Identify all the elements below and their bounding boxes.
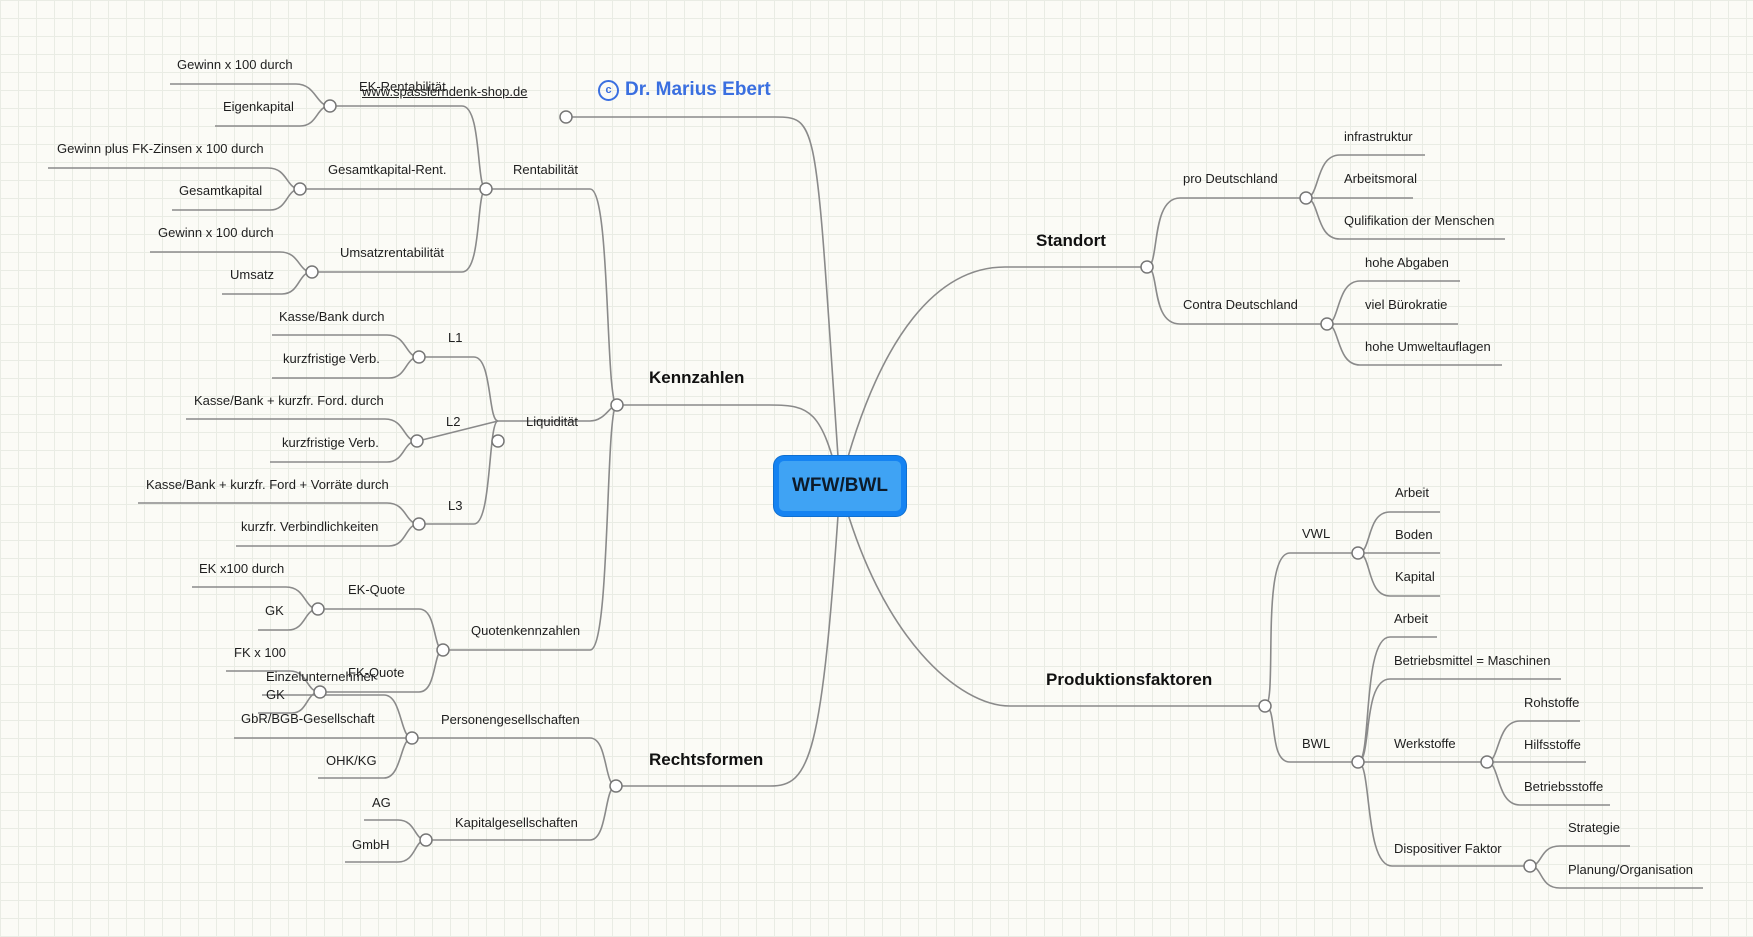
node-fk-quote-2[interactable]: GK xyxy=(266,687,285,702)
node-circle-link xyxy=(559,110,573,124)
node-werkstoffe[interactable]: Werkstoffe xyxy=(1394,736,1456,751)
node-kapitalgesellschaften[interactable]: Kapitalgesellschaften xyxy=(455,815,578,830)
node-circle-ek-rent xyxy=(323,99,337,113)
node-l1[interactable]: L1 xyxy=(448,330,463,345)
node-circle-kennzahlen xyxy=(610,398,624,412)
node-l2[interactable]: L2 xyxy=(446,414,461,429)
node-l1-1[interactable]: Kasse/Bank durch xyxy=(279,309,385,324)
node-circle-kapital xyxy=(419,833,433,847)
node-werk-1[interactable]: Rohstoffe xyxy=(1524,695,1580,710)
branch-rechtsformen[interactable]: Rechtsformen xyxy=(649,750,764,769)
node-circle-l1 xyxy=(412,350,426,364)
node-pro-2[interactable]: Arbeitsmoral xyxy=(1344,171,1417,186)
node-l3[interactable]: L3 xyxy=(448,498,463,513)
node-ek-rent-1[interactable]: Gewinn x 100 durch xyxy=(177,57,293,72)
node-einzelunternehmer[interactable]: Einzelunternehmer xyxy=(266,669,376,684)
node-circle-personen xyxy=(405,731,419,745)
node-umsatz-rent-1[interactable]: Gewinn x 100 durch xyxy=(158,225,274,240)
node-bwl-1[interactable]: Arbeit xyxy=(1394,611,1428,626)
node-circle-produktionsfaktoren xyxy=(1258,699,1272,713)
copyright-icon: c xyxy=(598,80,619,101)
node-gk-rent-2[interactable]: Gesamtkapital xyxy=(179,183,263,198)
node-contra-1[interactable]: hohe Abgaben xyxy=(1365,255,1449,270)
node-fk-quote[interactable]: FK-Quote xyxy=(348,665,405,680)
author-name: Dr. Marius Ebert xyxy=(625,79,771,100)
node-disp-1[interactable]: Strategie xyxy=(1568,820,1621,835)
node-gmbh[interactable]: GmbH xyxy=(352,837,390,852)
node-circle-werkstoffe xyxy=(1480,755,1494,769)
node-vwl-3[interactable]: Kapital xyxy=(1395,569,1435,584)
node-l2-2[interactable]: kurzfristige Verb. xyxy=(282,435,379,450)
node-circle-bwl xyxy=(1351,755,1365,769)
node-ek-quote[interactable]: EK-Quote xyxy=(348,582,406,597)
node-circle-gk-rent xyxy=(293,182,307,196)
node-contra-2[interactable]: viel Bürokratie xyxy=(1365,297,1448,312)
node-bwl-2[interactable]: Betriebsmittel = Maschinen xyxy=(1394,653,1551,668)
node-bwl[interactable]: BWL xyxy=(1302,736,1331,751)
node-circle-pro xyxy=(1299,191,1313,205)
node-circle-dispositiv xyxy=(1523,859,1537,873)
node-circle-standort xyxy=(1140,260,1154,274)
node-umsatz-rent[interactable]: Umsatzrentabilität xyxy=(340,245,445,260)
node-werk-2[interactable]: Hilfsstoffe xyxy=(1524,737,1581,752)
node-quotenkennzahlen[interactable]: Quotenkennzahlen xyxy=(471,623,581,638)
node-umsatz-rent-2[interactable]: Umsatz xyxy=(230,267,275,282)
branch-standort[interactable]: Standort xyxy=(1036,231,1106,250)
node-gbr[interactable]: GbR/BGB-Gesellschaft xyxy=(241,711,375,726)
node-fk-quote-1[interactable]: FK x 100 xyxy=(234,645,287,660)
node-circle-rechtsformen xyxy=(609,779,623,793)
node-l1-2[interactable]: kurzfristige Verb. xyxy=(283,351,380,366)
node-personengesellschaften[interactable]: Personengesellschaften xyxy=(441,712,580,727)
node-circle-contra xyxy=(1320,317,1334,331)
node-ag[interactable]: AG xyxy=(372,795,391,810)
node-werk-3[interactable]: Betriebsstoffe xyxy=(1524,779,1604,794)
node-circle-l2 xyxy=(410,434,424,448)
node-circle-fk-quote xyxy=(313,685,327,699)
copyright-label: c Dr. Marius Ebert xyxy=(598,79,771,101)
root-label: WFW/BWL xyxy=(791,475,888,496)
node-pro-1[interactable]: infrastruktur xyxy=(1344,129,1413,144)
node-ek-quote-1[interactable]: EK x100 durch xyxy=(199,561,285,576)
node-disp-2[interactable]: Planung/Organisation xyxy=(1568,862,1694,877)
node-circle-vwl xyxy=(1351,546,1365,560)
node-l3-1[interactable]: Kasse/Bank + kurzfr. Ford + Vorräte durc… xyxy=(146,477,389,492)
node-ohk-kg[interactable]: OHK/KG xyxy=(326,753,377,768)
node-circle-ek-quote xyxy=(311,602,325,616)
node-vwl[interactable]: VWL xyxy=(1302,526,1331,541)
node-contra-3[interactable]: hohe Umweltauflagen xyxy=(1365,339,1491,354)
node-l2-1[interactable]: Kasse/Bank + kurzfr. Ford. durch xyxy=(194,393,384,408)
node-circle-l3 xyxy=(412,517,426,531)
node-ek-rentabilitaet[interactable]: EK-Rentabilität xyxy=(359,79,446,94)
node-circle-quoten xyxy=(436,643,450,657)
node-contra-deutschland[interactable]: Contra Deutschland xyxy=(1183,297,1298,312)
node-gk-rent[interactable]: Gesamtkapital-Rent. xyxy=(328,162,447,177)
node-ek-quote-2[interactable]: GK xyxy=(265,603,284,618)
node-pro-deutschland[interactable]: pro Deutschland xyxy=(1183,171,1278,186)
node-liquiditaet[interactable]: Liquidität xyxy=(526,414,579,429)
branch-kennzahlen[interactable]: Kennzahlen xyxy=(649,368,745,387)
node-vwl-2[interactable]: Boden xyxy=(1395,527,1433,542)
node-pro-3[interactable]: Qulifikation der Menschen xyxy=(1344,213,1495,228)
node-circle-liquiditaet xyxy=(491,434,505,448)
node-circle-umsatz-rent xyxy=(305,265,319,279)
node-rentabilitaet[interactable]: Rentabilität xyxy=(513,162,579,177)
node-ek-rent-2[interactable]: Eigenkapital xyxy=(223,99,294,114)
root-node[interactable]: WFW/BWL xyxy=(774,456,906,516)
branch-produktionsfaktoren[interactable]: Produktionsfaktoren xyxy=(1046,670,1213,689)
node-l3-2[interactable]: kurzfr. Verbindlichkeiten xyxy=(241,519,379,534)
node-gk-rent-1[interactable]: Gewinn plus FK-Zinsen x 100 durch xyxy=(57,141,264,156)
shop-link[interactable]: www.spasslerndenk-shop.de xyxy=(362,84,528,99)
node-dispositiver-faktor[interactable]: Dispositiver Faktor xyxy=(1394,841,1502,856)
node-vwl-1[interactable]: Arbeit xyxy=(1395,485,1429,500)
node-circle-rentabilitaet xyxy=(479,182,493,196)
